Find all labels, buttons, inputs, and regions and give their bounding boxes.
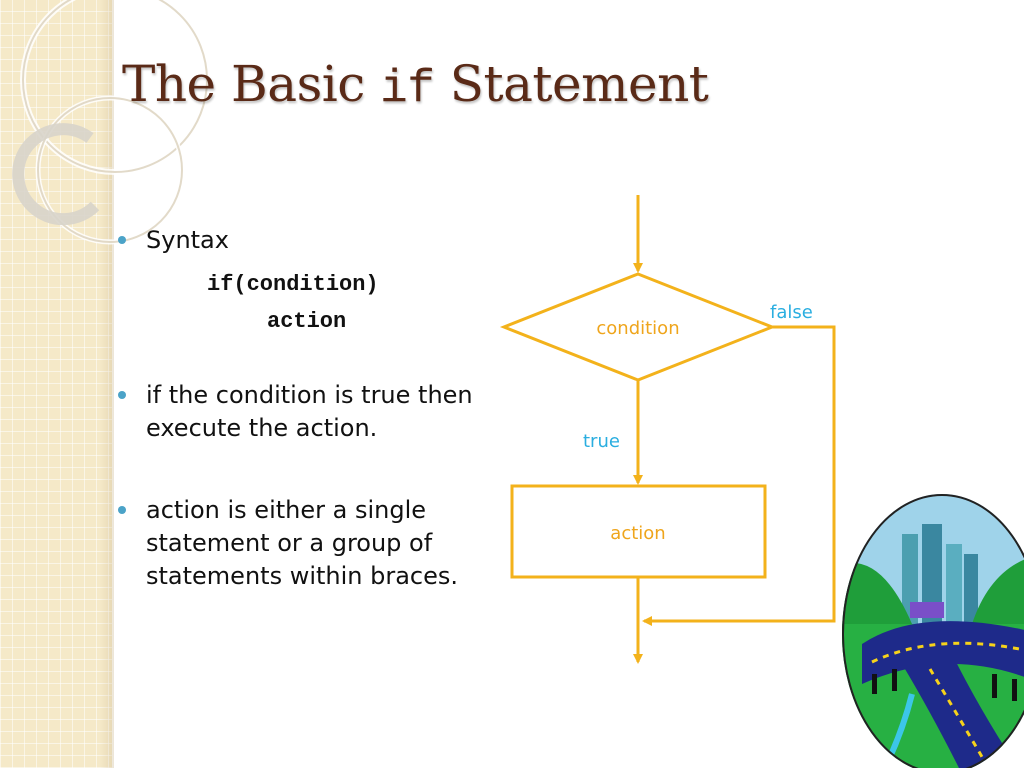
bullet-dot-icon: [118, 236, 126, 244]
bullet-condition-true: if the condition is true then execute th…: [118, 379, 538, 445]
action-box: [510, 484, 767, 579]
title-suffix: Statement: [434, 55, 709, 113]
bullet-dot-icon: [118, 506, 126, 514]
bullet-dot-icon: [118, 391, 126, 399]
swirl-decoration: [12, 0, 210, 245]
code-line-condition: if(condition): [207, 272, 379, 297]
bullet-text: if the condition is true then execute th…: [146, 381, 473, 442]
bullet-syntax: Syntax: [118, 224, 538, 257]
bullet-text: Syntax: [146, 226, 229, 254]
false-branch-connector: [642, 325, 836, 626]
code-line-action: action: [267, 309, 347, 334]
bullet-action-definition: action is either a single statement or a…: [118, 494, 538, 593]
decision-label: condition: [596, 318, 679, 339]
title-prefix: The Basic: [122, 55, 381, 113]
false-branch-label: false: [770, 302, 813, 323]
slide-title: The Basic if Statement: [122, 55, 709, 115]
title-keyword: if: [380, 63, 435, 115]
if-flowchart: condition true action false: [499, 195, 836, 664]
highway-city-icon: [842, 494, 1024, 768]
true-branch-label: true: [583, 431, 620, 452]
action-label: action: [610, 523, 665, 544]
side-panel-shadow: [100, 0, 114, 768]
bullet-text: action is either a single statement or a…: [146, 496, 459, 590]
